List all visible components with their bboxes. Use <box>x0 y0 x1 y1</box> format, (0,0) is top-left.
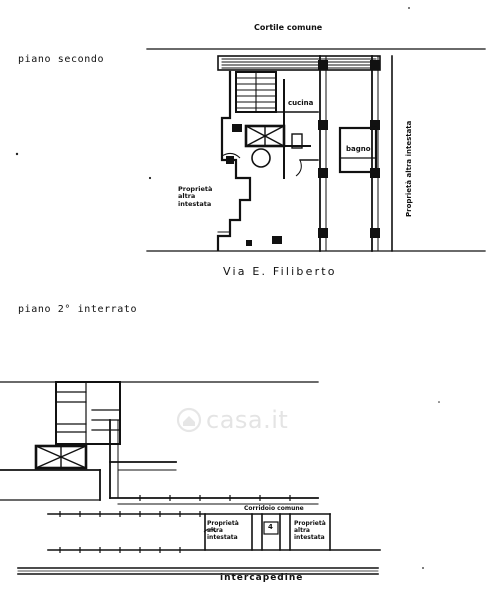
floor-label-second: piano secondo <box>18 54 105 65</box>
courtyard-wall-hatch <box>217 55 381 71</box>
door-swings <box>203 152 302 533</box>
stairwell <box>235 71 277 113</box>
stair-number: 6 <box>257 153 262 161</box>
boundary-ticks <box>59 495 291 553</box>
floor-label-basement: piano 2° interrato <box>18 304 138 315</box>
kitchen-label: cucina <box>288 99 314 107</box>
cellar-number: 4 <box>268 523 273 531</box>
cellar-neighbor-left-label: Proprietà altra intestata <box>207 520 239 542</box>
cellar-partitions <box>204 513 331 551</box>
watermark: casa.it <box>176 406 288 434</box>
corridor-label: Corridoio comune <box>244 505 304 512</box>
courtyard-label: Cortile comune <box>254 23 323 32</box>
neighbor-property-label: Proprietà altra intestata <box>178 185 213 208</box>
stair-landing-circle <box>251 148 271 168</box>
elevator-shaft <box>244 124 286 148</box>
watermark-text: casa.it <box>206 406 289 434</box>
basement-lift <box>34 444 88 470</box>
air-gap-label: intercapedine <box>220 573 304 583</box>
stepped-wall-left <box>216 70 252 252</box>
house-logo-icon <box>176 407 202 433</box>
scan-specks <box>15 7 440 569</box>
cellar-neighbor-right-label: Proprietà altra intestata <box>294 520 326 542</box>
pillars <box>226 60 380 246</box>
street-label: Via E. Filiberto <box>223 265 337 278</box>
basement-stair-block <box>55 381 121 445</box>
bathroom-box <box>338 126 378 174</box>
cellar-number-box <box>263 521 279 535</box>
side-property-label: Proprietà altra intestata <box>405 120 413 217</box>
bathroom-label: bagno <box>346 145 371 153</box>
